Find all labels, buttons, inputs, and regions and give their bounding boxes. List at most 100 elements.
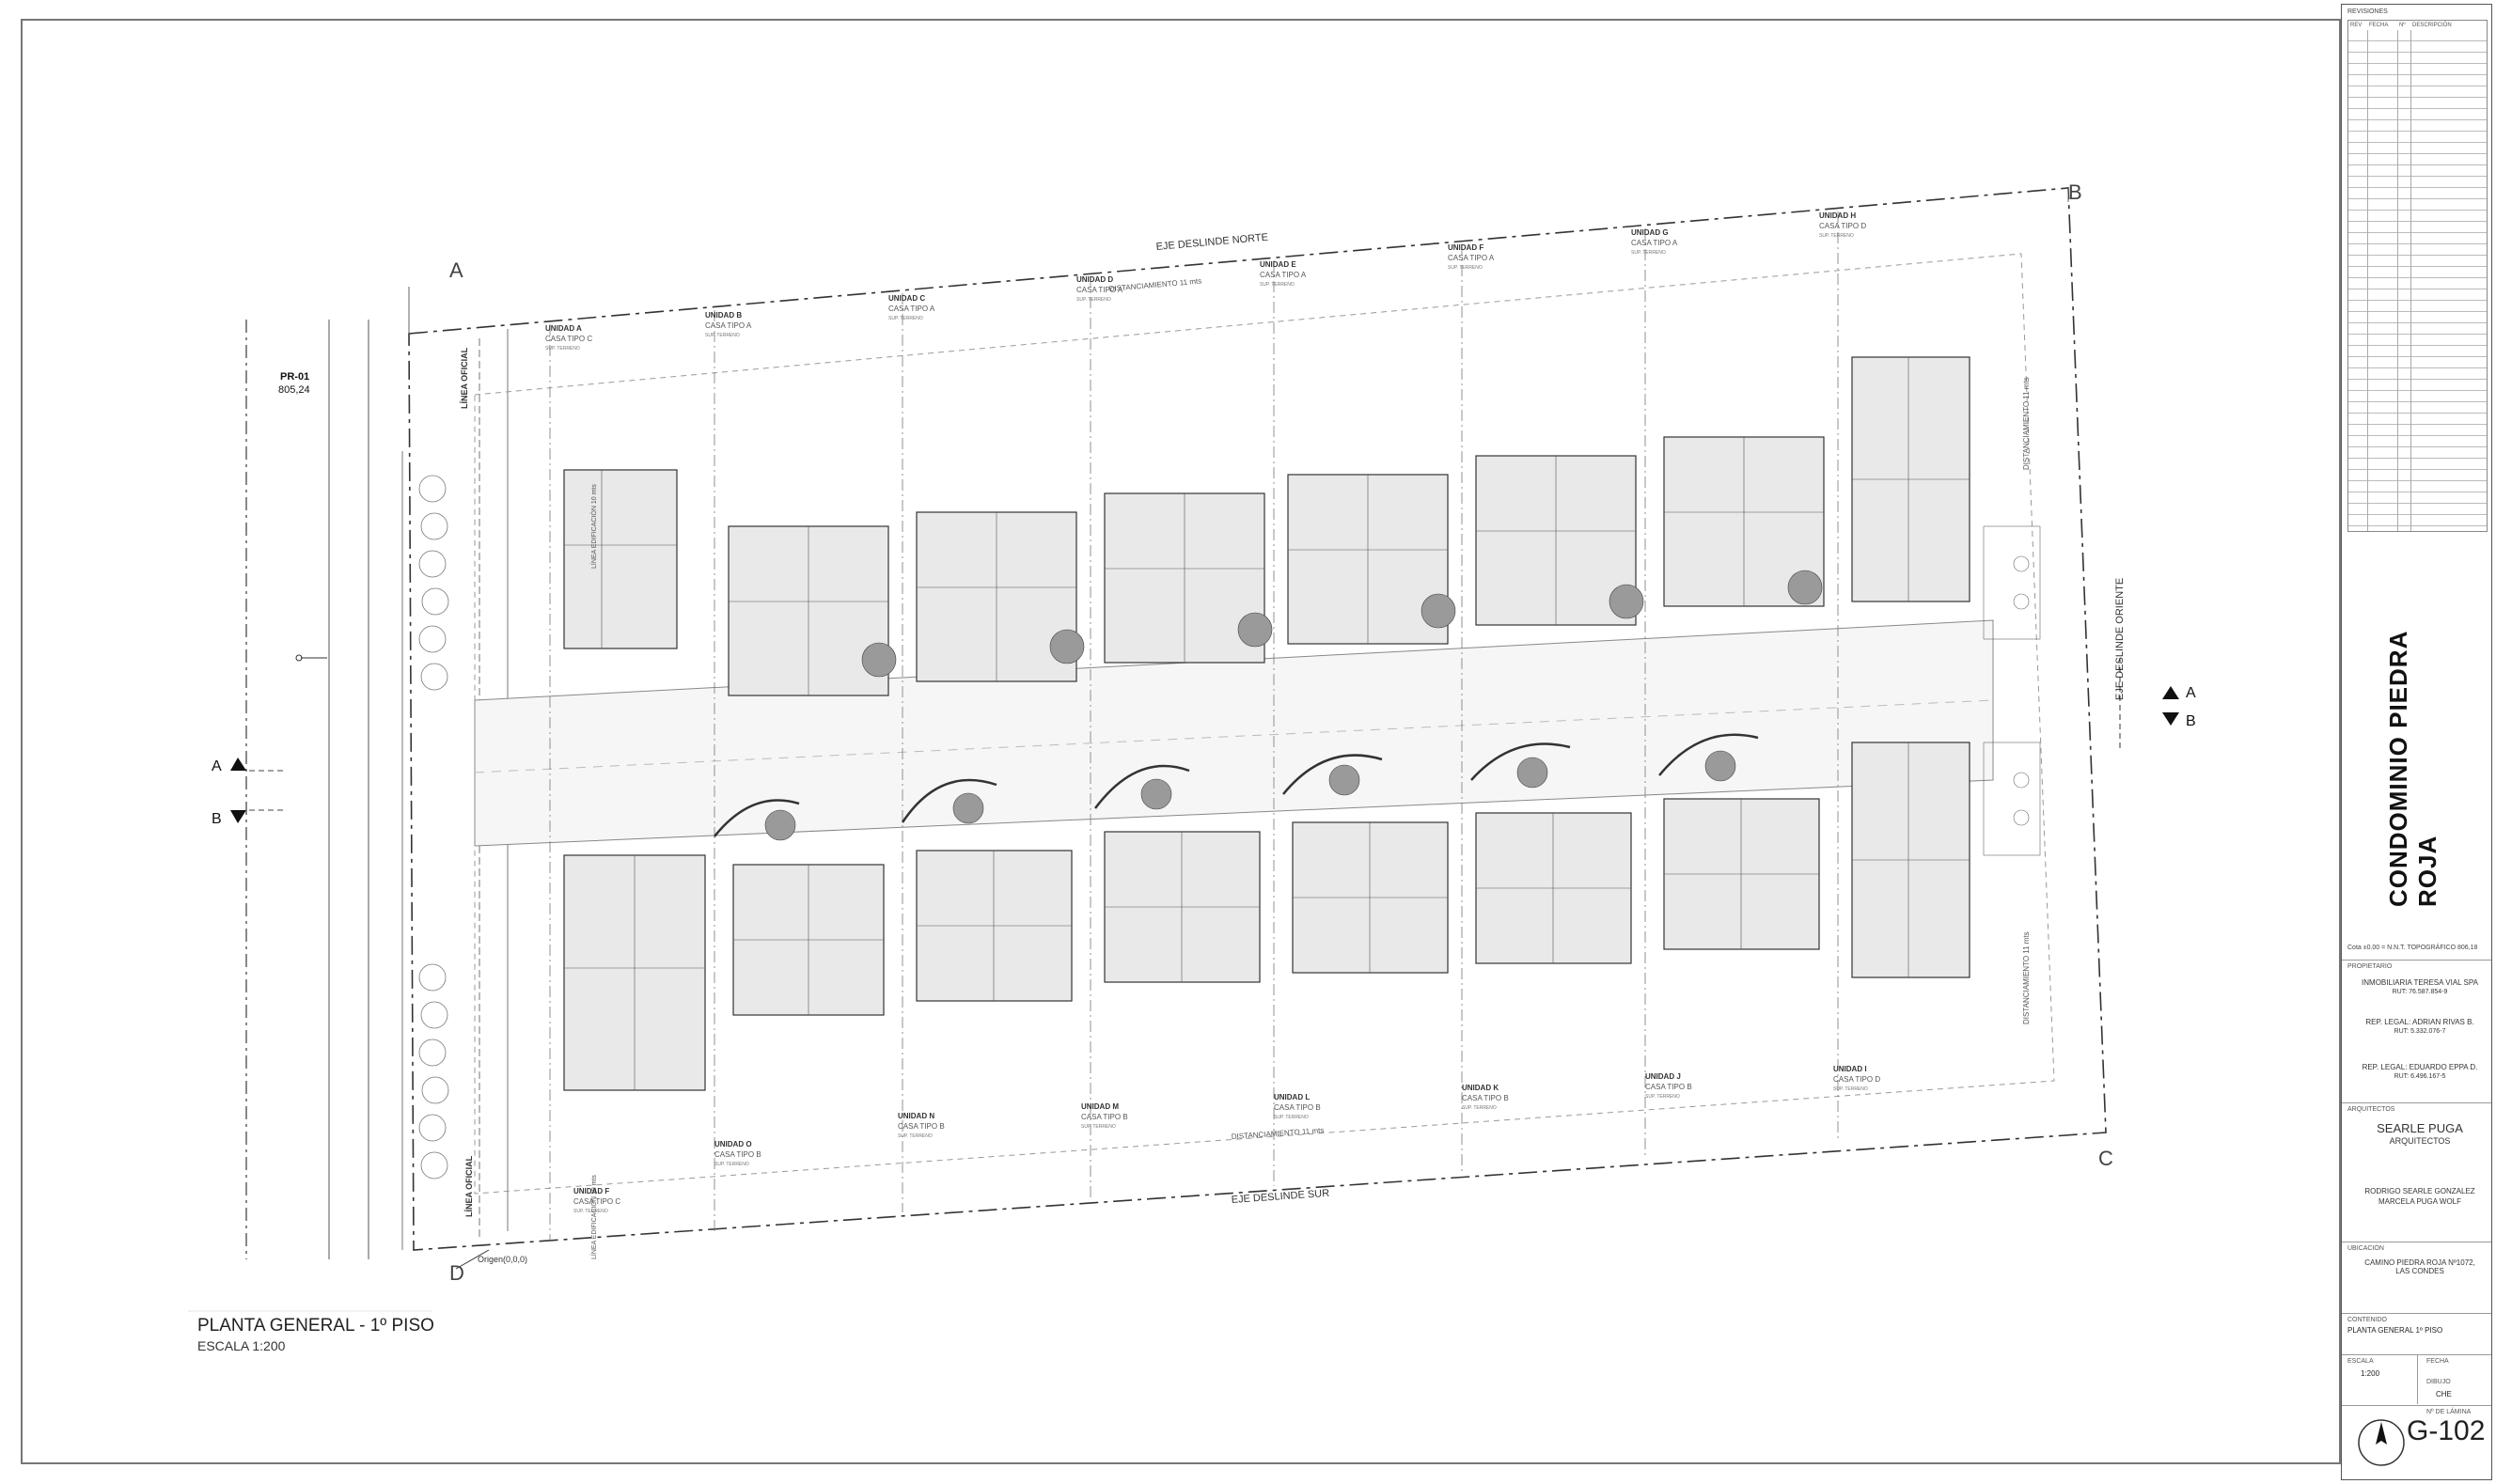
plan-title: PLANTA GENERAL - 1º PISO	[197, 1316, 434, 1336]
building-line-label-north: LÍNEA EDIFICACIÓN 10 mts	[589, 484, 598, 569]
north-unit-area-label: SUP. TERRENO	[1819, 233, 1854, 239]
architect-2: MARCELA PUGA WOLF	[2378, 1197, 2462, 1206]
sheet-label: Nº DE LÁMINA	[2426, 1409, 2472, 1415]
north-unit-type: CASA TIPO C	[545, 335, 592, 343]
south-unit-area-label: SUP. TERRENO	[714, 1162, 749, 1167]
south-unit-area-label: SUP. TERRENO	[1833, 1086, 1868, 1092]
south-unit-name: UNIDAD O	[714, 1140, 752, 1148]
legal-rep-2: REP. LEGAL: EDUARDO EPPA D.	[2362, 1063, 2478, 1071]
south-unit-name: UNIDAD F	[573, 1187, 609, 1195]
south-unit-type: CASA TIPO B	[1645, 1083, 1692, 1091]
axis-label-c: C	[2098, 1147, 2113, 1170]
firm-subtitle: ARQUITECTOS	[2389, 1136, 2451, 1146]
plan-scale: ESCALA 1:200	[197, 1338, 286, 1353]
section-arrow-b-west	[230, 810, 246, 823]
lot-dividers	[549, 211, 1839, 1241]
owner-name: INMOBILIARIA TERESA VIAL SPA	[2362, 978, 2478, 987]
east-boundary-label: EJE DESLINDE ORIENTE	[2114, 578, 2126, 700]
location-value: CAMINO PIEDRA ROJA Nº1072, LAS CONDES	[2364, 1258, 2475, 1275]
south-unit-name: UNIDAD M	[1081, 1102, 1119, 1111]
setback-east-label-2: DISTANCIAMIENTO 11 mts	[2022, 931, 2031, 1024]
revisions-header: REVISIONES	[2347, 8, 2388, 15]
title-block: REVISIONES REV FECHA Nº DESCRIPCIÓN COND…	[2341, 4, 2492, 1480]
interior-walls	[564, 357, 1970, 1090]
east-plaza	[1983, 525, 2041, 856]
south-unit-area-label: SUP. TERRENO	[1645, 1094, 1680, 1100]
setback-north-label: DISTANCIAMIENTO 11 mts	[1108, 276, 1201, 293]
north-unit-type: CASA TIPO A	[1448, 254, 1495, 262]
north-unit-type: CASA TIPO A	[888, 305, 935, 313]
rev-col-date: FECHA	[2369, 23, 2389, 28]
reference-point-code: PR-01	[280, 371, 309, 383]
north-unit-area-label: SUP. TERRENO	[1448, 265, 1483, 271]
rev-col-no: Nº	[2399, 23, 2406, 28]
drawing-label: DIBUJO	[2426, 1379, 2451, 1385]
setback-line	[474, 253, 2055, 1195]
north-unit-type: CASA TIPO A	[705, 321, 752, 330]
north-unit-name: UNIDAD C	[888, 294, 925, 303]
north-unit-area-label: SUP. TERRENO	[705, 333, 740, 338]
firm-name: SEARLE PUGA	[2377, 1121, 2463, 1135]
north-unit-name: UNIDAD E	[1260, 260, 1296, 269]
garden-trees	[764, 570, 1823, 841]
north-unit-name: UNIDAD F	[1448, 243, 1483, 252]
section-label-b-east: B	[2186, 713, 2196, 729]
section-arrow-a-east	[2162, 686, 2179, 699]
north-unit-area-label: SUP. TERRENO	[1631, 250, 1666, 256]
architect-1: RODRIGO SEARLE GONZALEZ	[2364, 1187, 2475, 1195]
north-unit-area-label: SUP. TERRENO	[545, 346, 580, 351]
north-boundary-label: EJE DESLINDE NORTE	[1155, 232, 1268, 253]
south-unit-type: CASA TIPO B	[1274, 1103, 1321, 1112]
south-unit-name: UNIDAD L	[1274, 1093, 1310, 1101]
south-unit-area-label: SUP. TERRENO	[1274, 1115, 1309, 1120]
drawing-frame	[21, 19, 2341, 1464]
project-title: CONDOMINIO PIEDRA ROJA	[2384, 631, 2441, 907]
owner-label: PROPIETARIO	[2347, 963, 2393, 970]
architects-label: ARQUITECTOS	[2347, 1106, 2395, 1113]
south-unit-area-label: SUP. TERRENO	[573, 1209, 608, 1214]
north-unit-area-label: SUP. TERRENO	[888, 316, 923, 321]
location-label: UBICACIÓN	[2347, 1245, 2384, 1252]
rev-col-rev: REV	[2350, 23, 2363, 28]
content-value: PLANTA GENERAL 1º PISO	[2347, 1326, 2443, 1335]
south-unit-name: UNIDAD K	[1462, 1084, 1499, 1092]
north-unit-name: UNIDAD D	[1076, 275, 1113, 284]
north-unit-type: CASA TIPO A	[1076, 286, 1123, 294]
south-unit-name: UNIDAD J	[1645, 1072, 1681, 1081]
section-arrow-a-west	[230, 758, 246, 771]
content-label: CONTENIDO	[2347, 1317, 2387, 1323]
north-unit-name: UNIDAD A	[545, 324, 582, 333]
south-boundary-label: EJE DESLINDE SUR	[1231, 1188, 1329, 1206]
sheet-number: G-102	[2407, 1415, 2486, 1446]
date-label: FECHA	[2426, 1358, 2449, 1365]
south-unit-area-label: SUP. TERRENO	[898, 1133, 933, 1139]
origin-label: Origen(0,0,0)	[478, 1255, 527, 1264]
owner-rut: RUT: 76.587.854-9	[2392, 989, 2448, 995]
south-unit-type: CASA TIPO D	[1833, 1075, 1880, 1084]
north-unit-name: UNIDAD G	[1631, 228, 1669, 237]
setback-south-label: DISTANCIAMIENTO 11 mts	[1232, 1126, 1325, 1141]
north-unit-name: UNIDAD B	[705, 311, 742, 320]
north-unit-area-label: SUP. TERRENO	[1260, 282, 1295, 288]
official-line-label-south: LÍNEA OFICIAL	[464, 1155, 474, 1217]
drawing-by: CHE	[2436, 1390, 2452, 1398]
building-line-label-south: LÍNEA EDIFICACIÓN 10 mts	[589, 1175, 598, 1259]
axis-label-d: D	[449, 1261, 464, 1285]
reference-point-value: 805,24	[278, 384, 310, 396]
revisions-table: REV FECHA Nº DESCRIPCIÓN	[2347, 20, 2488, 532]
official-line-label-north: LÍNEA OFICIAL	[460, 347, 469, 409]
rev-col-desc: DESCRIPCIÓN	[2412, 23, 2452, 28]
south-unit-type: CASA TIPO B	[898, 1122, 945, 1131]
north-arrow-icon	[2358, 1419, 2405, 1466]
north-unit-name: UNIDAD H	[1819, 211, 1856, 220]
axis-label-a: A	[449, 258, 463, 282]
south-unit-name: UNIDAD N	[898, 1112, 934, 1120]
access-road	[474, 619, 1994, 847]
north-unit-type: CASA TIPO D	[1819, 222, 1866, 230]
south-unit-type: CASA TIPO B	[1462, 1094, 1509, 1102]
south-unit-type: CASA TIPO B	[1081, 1113, 1128, 1121]
